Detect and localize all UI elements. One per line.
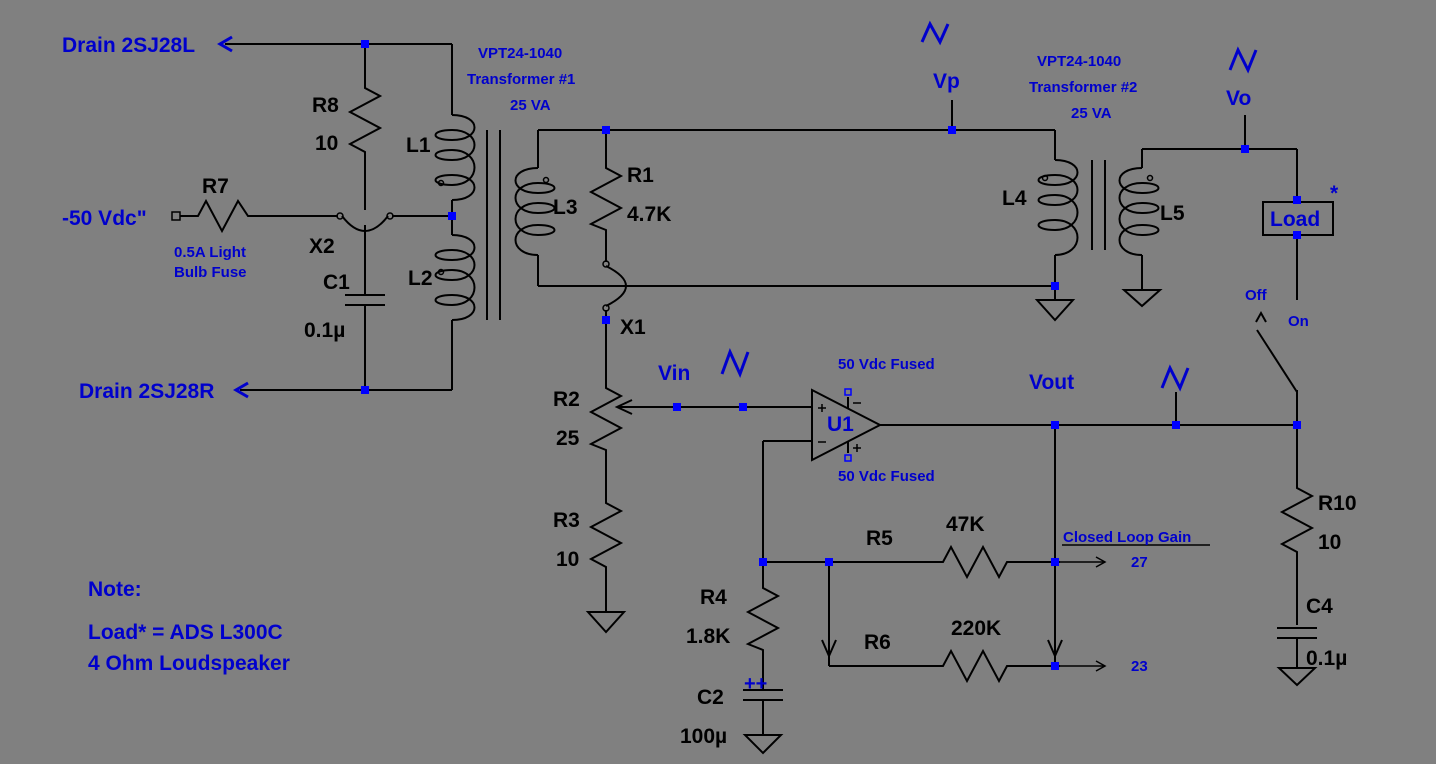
transformer-2-core	[1091, 160, 1106, 250]
r3-resistor	[588, 495, 624, 575]
net-vp: Vp	[933, 70, 960, 93]
r10-resistor	[1279, 480, 1315, 560]
r4-resistor	[745, 580, 781, 655]
r2-potentiometer	[588, 380, 624, 455]
t1-part: VPT24-1040	[478, 45, 562, 62]
u1-label: U1	[827, 413, 854, 436]
l2-label: L2	[408, 267, 433, 290]
gain-value-2: 23	[1131, 658, 1148, 675]
supply-terminal	[171, 211, 181, 221]
drain-left-arrow	[217, 35, 233, 53]
net-vout: Vout	[1029, 371, 1074, 394]
load-label: Load	[1270, 208, 1320, 231]
t2-rating: 25 VA	[1071, 105, 1112, 122]
switch-off-label: Off	[1245, 287, 1268, 304]
note-line-2: 4 Ohm Loudspeaker	[88, 652, 290, 675]
r4-label: R4	[700, 586, 727, 609]
wires	[180, 43, 1298, 735]
u1-opamp	[811, 388, 883, 462]
transformer-1-core	[486, 130, 501, 320]
r7-label: R7	[202, 175, 229, 198]
u1-supply-top: 50 Vdc Fused	[838, 356, 935, 373]
t2-name: Transformer #2	[1029, 79, 1137, 96]
junction-hops	[336, 174, 1154, 312]
r5-resistor	[935, 544, 1015, 580]
drain-right-arrow	[233, 381, 249, 399]
t1-name: Transformer #1	[467, 71, 575, 88]
r6-value: 220K	[951, 617, 1001, 640]
gain-title: Closed Loop Gain	[1063, 529, 1191, 546]
c4-value: 0.1µ	[1306, 647, 1347, 670]
l5-inductor	[1118, 167, 1160, 256]
r3-value: 10	[556, 548, 579, 571]
l4-inductor	[1037, 159, 1079, 256]
c4-capacitor	[1277, 627, 1317, 639]
t1-rating: 25 VA	[510, 97, 551, 114]
load-mark: *	[1330, 182, 1339, 205]
c2-capacitor: ++	[743, 673, 783, 701]
r2-wiper	[614, 399, 633, 415]
r4-value: 1.8K	[686, 625, 730, 648]
r1-value: 4.7K	[627, 203, 671, 226]
r8-value: 10	[315, 132, 338, 155]
l2-inductor	[434, 234, 476, 321]
l1-label: L1	[406, 134, 431, 157]
switch-arrow	[1255, 310, 1267, 323]
svg-text:++: ++	[744, 673, 767, 695]
net-drain-left: Drain 2SJ28L	[62, 34, 195, 57]
r6-resistor	[935, 648, 1015, 684]
r1-label: R1	[627, 164, 654, 187]
junction-nodes	[361, 40, 1301, 670]
c2-label: C2	[697, 686, 724, 709]
r2-label: R2	[553, 388, 580, 411]
t2-part: VPT24-1040	[1037, 53, 1121, 70]
r5-label: R5	[866, 527, 893, 550]
note-line-1: Load* = ADS L300C	[88, 621, 283, 644]
net-supply: -50 Vdc"	[62, 207, 147, 230]
c4-label: C4	[1306, 595, 1333, 618]
net-vo: Vo	[1226, 87, 1251, 110]
c2-value: 100µ	[680, 725, 727, 748]
ac-probe-flags	[720, 20, 1258, 421]
r2-value: 25	[556, 427, 580, 450]
net-vin: Vin	[658, 362, 690, 385]
l3-inductor	[514, 167, 556, 256]
ground-symbols	[585, 289, 1318, 755]
r7-resistor	[190, 198, 255, 234]
l4-label: L4	[1002, 187, 1027, 210]
gain-value-1: 27	[1131, 554, 1148, 571]
c1-value: 0.1µ	[304, 319, 345, 342]
r10-value: 10	[1318, 531, 1341, 554]
note-heading: Note:	[88, 578, 142, 601]
r10-label: R10	[1318, 492, 1357, 515]
r7-note-2: Bulb Fuse	[174, 264, 247, 281]
l3-label: L3	[553, 196, 578, 219]
r5-value: 47K	[946, 513, 985, 536]
r8-resistor	[347, 80, 383, 160]
x2-label: X2	[309, 235, 335, 258]
l1-inductor	[434, 114, 476, 201]
r8-label: R8	[312, 94, 339, 117]
x1-label: X1	[620, 316, 646, 339]
switch-on-label: On	[1288, 313, 1309, 330]
r1-resistor	[588, 160, 624, 235]
r3-label: R3	[553, 509, 580, 532]
u1-supply-bottom: 50 Vdc Fused	[838, 468, 935, 485]
l5-label: L5	[1160, 202, 1185, 225]
c1-label: C1	[323, 271, 350, 294]
c1-capacitor	[345, 294, 385, 306]
r7-note-1: 0.5A Light	[174, 244, 246, 261]
net-drain-right: Drain 2SJ28R	[79, 380, 214, 403]
r6-label: R6	[864, 631, 891, 654]
